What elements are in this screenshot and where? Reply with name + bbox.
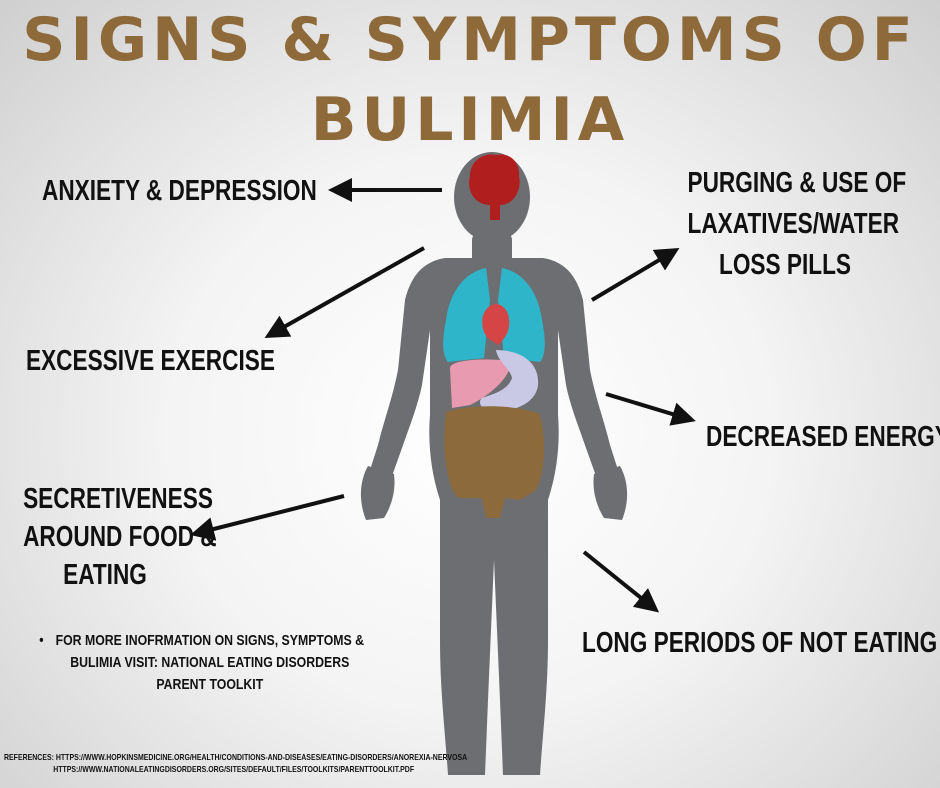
note-bullet: • — [39, 632, 44, 649]
reference-line-2: HTTPS://WWW.NATIONALEATINGDISORDERS.ORG/… — [53, 764, 415, 774]
arrows — [190, 178, 696, 613]
arrow-purging — [590, 247, 680, 302]
lung-right-shape — [498, 268, 545, 362]
symptom-secretiveness-line-3: EATING — [63, 559, 147, 591]
symptom-exercise: EXCESSIVE EXERCISE — [26, 345, 275, 377]
title-line-2: BULIMIA — [310, 85, 630, 155]
symptom-not-eating: LONG PERIODS OF NOT EATING — [582, 627, 938, 659]
heart-shape — [482, 304, 510, 345]
lung-left-shape — [443, 268, 490, 362]
note-text: FOR MORE INOFRMATION ON SIGNS, SYMPTOMS … — [55, 632, 365, 693]
title-line-1: SIGNS & SYMPTOMS OF — [22, 5, 918, 75]
brain-shape — [469, 154, 520, 220]
liver-shape — [450, 359, 512, 408]
organs — [443, 154, 545, 518]
symptom-secretiveness-line-2: AROUND FOOD & — [23, 521, 217, 553]
symptom-energy: DECREASED ENERGY — [706, 421, 940, 453]
symptom-purging-line-2: LAXATIVES/WATER — [687, 208, 900, 240]
arrow-not-eating — [582, 550, 660, 613]
right-hand-shape — [593, 466, 628, 520]
symptom-purging-line-3: LOSS PILLS — [719, 249, 851, 281]
reference-line-1: REFERENCES: HTTPS://WWW.HOPKINSMEDICINE.… — [4, 752, 468, 762]
arrow-energy — [605, 392, 696, 426]
symptom-purging-line-1: PURGING & USE OF — [687, 167, 907, 199]
references: REFERENCES: HTTPS://WWW.HOPKINSMEDICINE.… — [4, 751, 467, 775]
left-hand-shape — [360, 466, 395, 520]
intestines-shape — [444, 406, 545, 518]
symptom-anxiety: ANXIETY & DEPRESSION — [42, 175, 317, 207]
symptom-secretiveness-line-1: SECRETIVENESS — [23, 483, 213, 515]
arrow-secretiveness — [190, 494, 345, 541]
more-info-note: • FOR MORE INOFRMATION ON SIGNS, SYMPTOM… — [39, 630, 366, 696]
arrow-exercise — [264, 246, 425, 338]
stomach-shape — [479, 350, 539, 412]
